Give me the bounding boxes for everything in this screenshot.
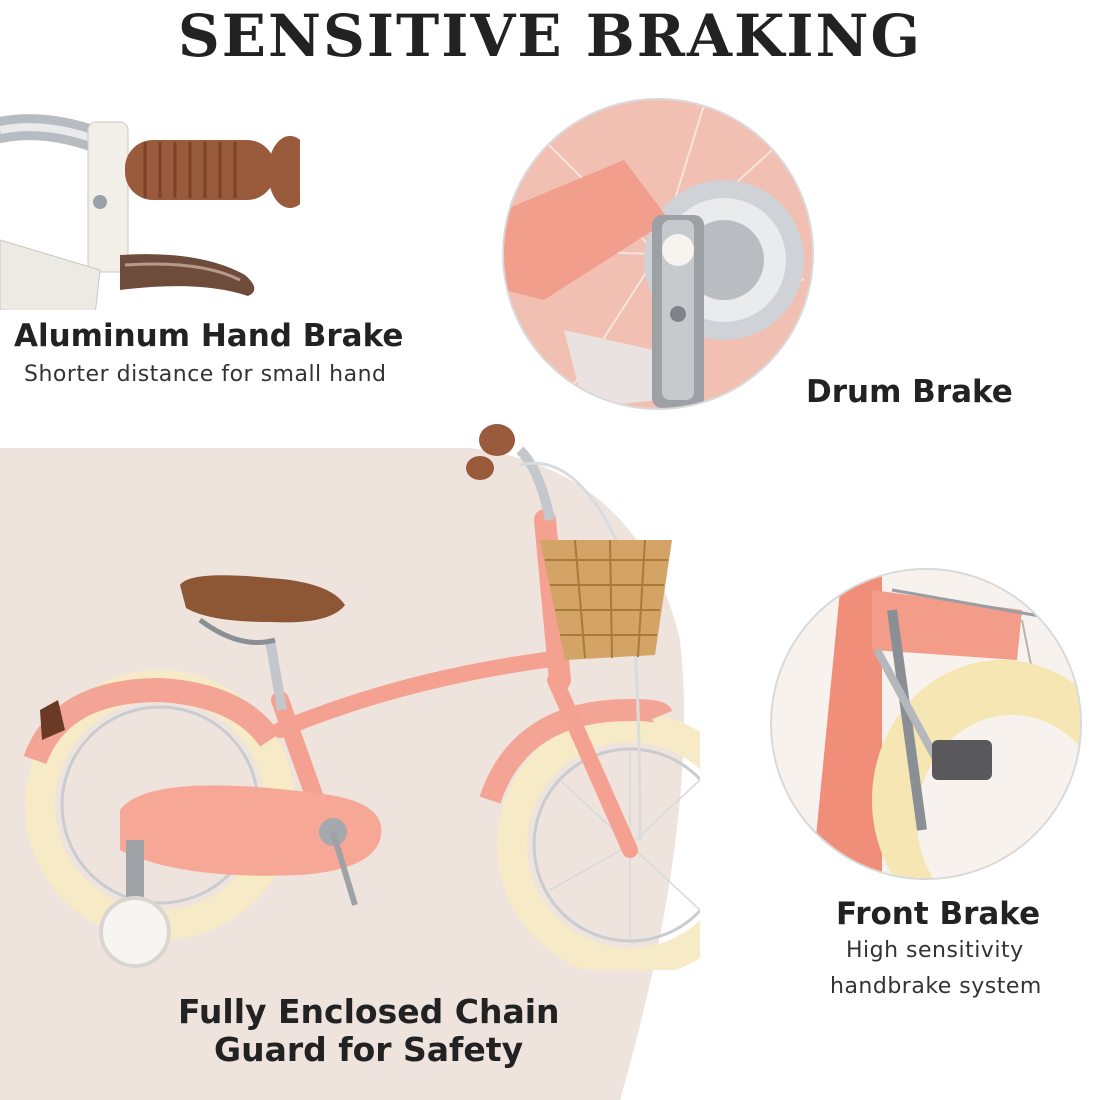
chain-guard-heading-line1: Fully Enclosed Chain <box>178 992 560 1031</box>
front-brake-photo <box>770 568 1082 880</box>
page-title: SENSITIVE BRAKING <box>177 2 923 70</box>
hand-brake-photo <box>0 114 300 310</box>
chain-guard-heading-line2: Guard for Safety <box>214 1030 524 1069</box>
hand-brake-heading: Aluminum Hand Brake <box>14 318 404 354</box>
front-brake-caption-line1: High sensitivity <box>846 938 1024 963</box>
bike-photo <box>23 424 700 970</box>
drum-brake-heading: Drum Brake <box>806 374 1013 410</box>
hand-brake-caption: Shorter distance for small hand <box>24 362 387 387</box>
front-brake-caption-line2: handbrake system <box>830 974 1042 999</box>
front-brake-heading: Front Brake <box>836 896 1041 932</box>
drum-brake-photo <box>502 98 814 410</box>
